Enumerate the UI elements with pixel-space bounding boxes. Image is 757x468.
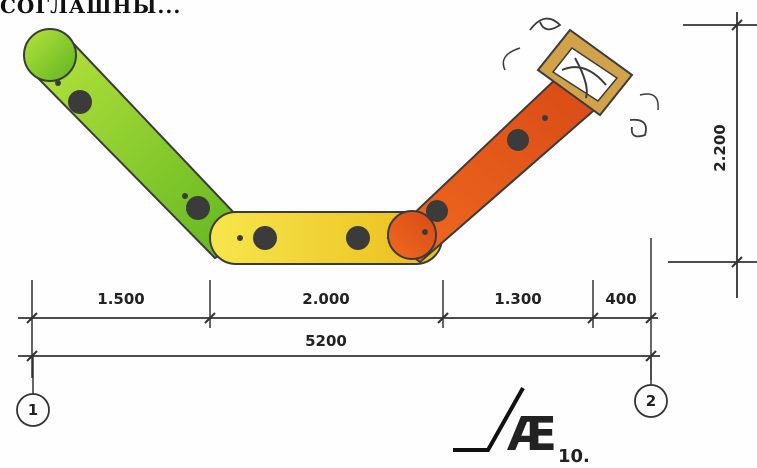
tick-mark <box>731 256 743 268</box>
green-end-cap <box>23 28 77 82</box>
bolt-icon <box>253 226 277 250</box>
tick-mark <box>204 312 216 324</box>
green-segment <box>23 28 257 260</box>
hole-icon <box>422 229 428 235</box>
total-label: 5200 <box>305 332 347 350</box>
tick-mark <box>26 312 38 324</box>
axis-markers: 1 2 <box>16 356 668 427</box>
hole-icon <box>182 193 188 199</box>
horizontal-dimensions: 1.500 2.000 1.300 400 5200 <box>18 238 660 380</box>
orange-segment <box>386 73 602 264</box>
bolt-icon <box>346 226 370 250</box>
bolt-icon <box>507 129 529 151</box>
vertical-dimension: 2.200 <box>668 12 757 298</box>
segment-label: 2.000 <box>302 290 349 308</box>
axis-label-right: 2 <box>646 392 656 410</box>
ornament-line <box>574 57 588 99</box>
swirl-icon <box>629 118 647 138</box>
logo-subtext: 10. <box>558 446 590 464</box>
segment-label: 1.300 <box>494 290 541 308</box>
segment-label: 1.500 <box>97 290 144 308</box>
tick-mark <box>26 350 38 362</box>
bolt-icon <box>186 196 210 220</box>
hole-icon <box>237 235 243 241</box>
tick-mark <box>437 312 449 324</box>
axis-marker-right <box>634 384 668 418</box>
leaf-icon <box>502 47 521 71</box>
ornament-line <box>561 66 607 86</box>
tick-mark <box>731 19 743 31</box>
tick-mark <box>587 312 599 324</box>
axis-label-left: 1 <box>28 401 38 419</box>
hole-icon <box>55 80 61 86</box>
leaf-icon <box>639 93 659 111</box>
bolt-icon <box>426 200 448 222</box>
height-label: 2.200 <box>711 124 729 171</box>
frame-inner <box>551 46 619 102</box>
logo-text: Æ <box>507 407 557 461</box>
hole-icon <box>542 115 548 121</box>
header-text: СОГЛАШНЫ... <box>0 0 182 18</box>
decorative-frame <box>502 17 659 138</box>
axis-marker-left <box>16 393 50 427</box>
bolt-icon <box>68 90 92 114</box>
segment-label: 400 <box>605 290 636 308</box>
logo-mark <box>453 387 525 452</box>
orange-end-cap <box>387 210 437 260</box>
swirl-icon <box>529 17 562 31</box>
tick-mark <box>645 312 657 324</box>
logo: Æ 10. <box>453 387 590 467</box>
